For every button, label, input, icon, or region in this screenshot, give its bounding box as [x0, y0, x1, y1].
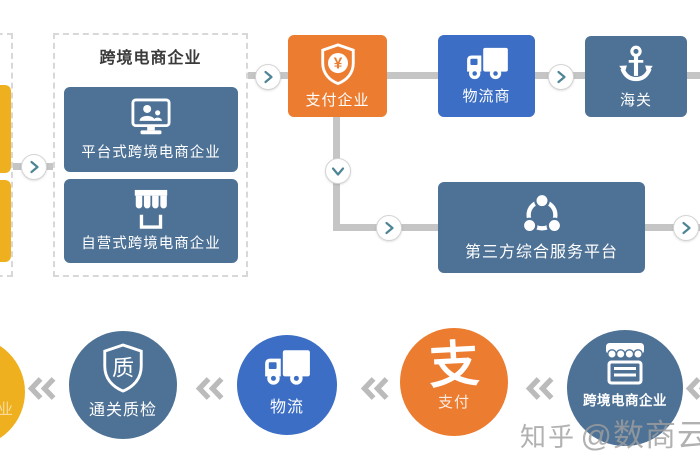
double-chevron-left-icon	[360, 376, 391, 406]
chevron-right-connector	[255, 64, 281, 90]
chevron-right-icon	[30, 160, 39, 174]
payment-circle-label: 支付	[437, 394, 470, 411]
alipay-icon: 支	[427, 335, 481, 395]
chevron-right-connector	[548, 64, 574, 90]
logistics-provider-label: 物流商	[462, 88, 511, 105]
monitor-user-icon	[131, 97, 171, 134]
chevron-down-icon	[331, 167, 345, 176]
payment-circle: 支 支付	[400, 328, 508, 436]
platform-ecommerce-label: 平台式跨境电商企业	[81, 144, 221, 161]
payment-enterprise-label: 支付企业	[305, 92, 370, 109]
share-network-icon	[521, 193, 562, 234]
service-platform-label: 第三方综合服务平台	[464, 244, 618, 261]
storefront-icon	[606, 343, 644, 385]
self-operated-ecommerce-label: 自营式跨境电商企业	[81, 236, 221, 252]
anchor-icon	[619, 45, 653, 81]
double-chevron-left-icon	[685, 376, 700, 406]
logistics-provider-box: 物流商	[438, 35, 535, 117]
self-operated-ecommerce-box: 自营式跨境电商企业	[64, 179, 238, 263]
chevron-right-connector	[376, 215, 402, 241]
connector-bar	[387, 72, 438, 79]
customs-box: 海关	[585, 36, 687, 117]
ecommerce-circle-label: 跨境电商企业	[583, 393, 667, 408]
chevron-right-connector	[21, 154, 47, 180]
logistics-circle: 物流	[237, 335, 337, 435]
truck-icon	[466, 47, 508, 80]
connector-bar	[645, 224, 700, 231]
service-platform-box: 第三方综合服务平台	[438, 182, 645, 273]
chevron-right-icon	[385, 221, 394, 235]
double-chevron-left-icon	[195, 376, 226, 406]
shield-yuan-icon: ¥	[320, 43, 355, 86]
chevron-right-connector	[673, 215, 699, 241]
connector-bar	[687, 72, 700, 79]
enterprise-group-title: 跨境电商企业	[99, 50, 202, 67]
truck-icon	[265, 350, 310, 385]
watermark: 知乎 @数商云	[520, 410, 700, 455]
partial-gold-circle	[0, 337, 25, 447]
quality-inspection-label: 通关质检	[88, 402, 157, 419]
partial-gold-circle-label: 业	[0, 401, 14, 418]
customs-label: 海关	[619, 91, 652, 109]
chevron-right-icon	[682, 221, 691, 235]
chevron-right-icon	[557, 70, 566, 84]
watermark-handle: @数商云	[580, 418, 700, 453]
left-partial-gold-box-2	[0, 180, 11, 262]
shield-quality-icon: 质	[103, 343, 143, 393]
logistics-circle-label: 物流	[269, 399, 304, 416]
payment-enterprise-box: ¥ 支付企业	[288, 35, 387, 117]
awning-icon	[134, 189, 168, 229]
watermark-prefix: 知乎	[520, 422, 577, 452]
left-partial-gold-box-1	[0, 85, 11, 173]
platform-ecommerce-box: 平台式跨境电商企业	[64, 87, 238, 172]
quality-glyph: 质	[112, 356, 134, 381]
yuan-glyph: ¥	[333, 55, 342, 72]
quality-inspection-circle: 质 通关质检	[69, 331, 177, 439]
chevron-right-icon	[264, 70, 273, 84]
ecommerce-circle: 跨境电商企业	[567, 330, 683, 446]
double-chevron-left-icon	[525, 376, 556, 406]
chevron-down-connector	[325, 158, 351, 184]
double-chevron-left-icon	[27, 376, 58, 406]
